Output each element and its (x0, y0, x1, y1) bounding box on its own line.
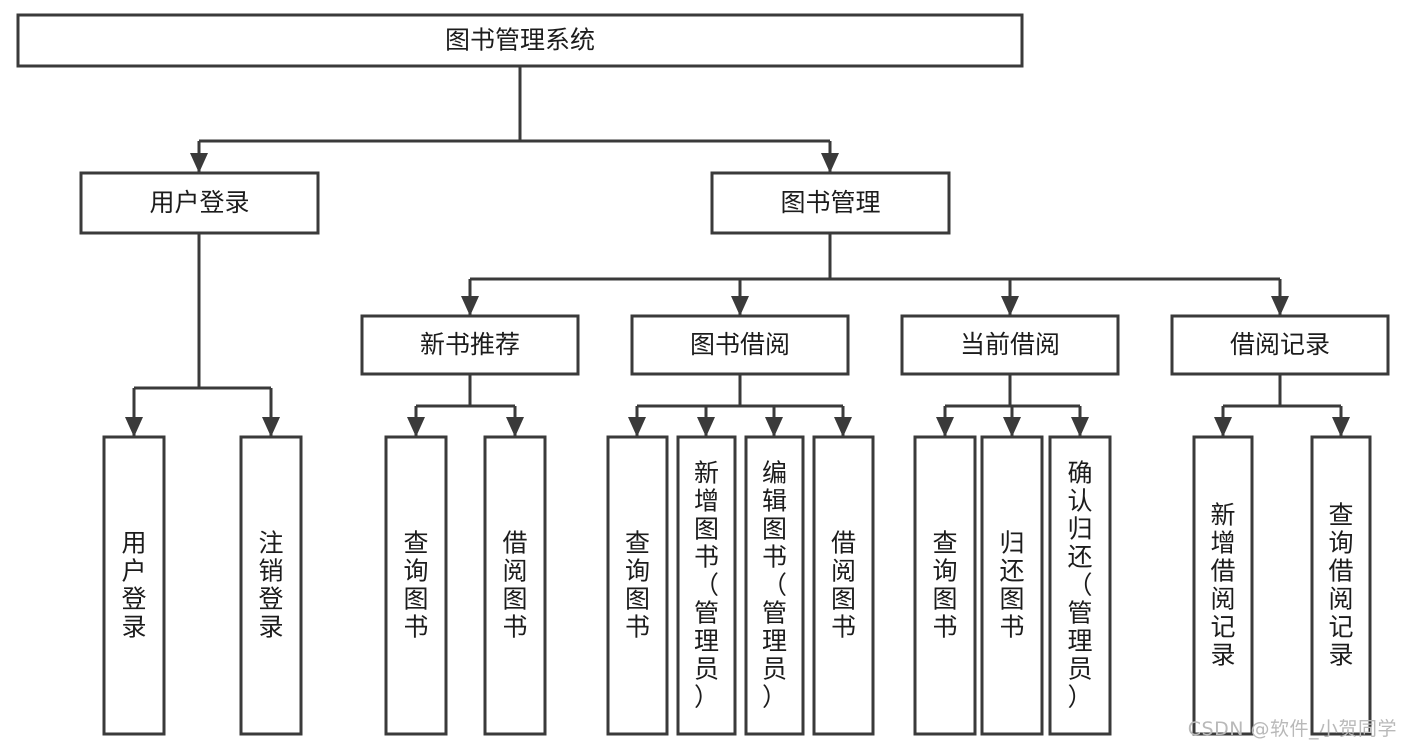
leaf-node-1[interactable]: 注销登录 (239, 435, 303, 736)
level3-node-0-label: 新书推荐 (420, 330, 520, 359)
arrow-head-icon (821, 153, 839, 173)
leaf-node-4-label: 查询图书 (625, 528, 650, 641)
leaf-node-5[interactable]: 新增图书（管理员） (676, 435, 737, 736)
leaf-node-12-label: 查询借阅记录 (1328, 500, 1353, 669)
leaf-node-11-label: 新增借阅记录 (1210, 500, 1235, 669)
leaf-node-11[interactable]: 新增借阅记录 (1192, 435, 1254, 736)
level3-node-2-label: 当前借阅 (960, 330, 1060, 359)
leaf-node-4[interactable]: 查询图书 (606, 435, 669, 736)
leaf-node-1-box[interactable] (239, 435, 303, 736)
level2-node-0[interactable]: 用户登录 (79, 171, 320, 235)
leaf-node-3-box[interactable] (483, 435, 547, 736)
leaf-node-8[interactable]: 查询图书 (913, 435, 977, 736)
level2-node-1[interactable]: 图书管理 (710, 171, 951, 235)
node-layer: 图书管理系统用户登录图书管理新书推荐图书借阅当前借阅借阅记录用户登录注销登录查询… (16, 13, 1390, 736)
leaf-node-5-box[interactable] (676, 435, 737, 736)
leaf-node-6[interactable]: 编辑图书（管理员） (744, 435, 805, 736)
root-node-book-management-system-label: 图书管理系统 (445, 26, 595, 55)
leaf-node-9-label: 归还图书 (999, 528, 1024, 641)
level3-node-2[interactable]: 当前借阅 (900, 314, 1120, 376)
csdn-watermark: CSDN @软件_小贺同学 (1187, 718, 1397, 740)
arrow-head-icon (1003, 417, 1021, 437)
level3-node-0[interactable]: 新书推荐 (360, 314, 580, 376)
arrow-head-icon (731, 296, 749, 316)
arrow-head-icon (125, 417, 143, 437)
leaf-node-1-label: 注销登录 (258, 528, 283, 641)
leaf-node-12[interactable]: 查询借阅记录 (1310, 435, 1372, 736)
arrow-head-icon (190, 153, 208, 173)
arrow-head-icon (834, 417, 852, 437)
leaf-node-8-box[interactable] (913, 435, 977, 736)
leaf-node-2-box[interactable] (384, 435, 448, 736)
leaf-node-10-box[interactable] (1048, 435, 1112, 736)
leaf-node-3[interactable]: 借阅图书 (483, 435, 547, 736)
arrow-head-icon (262, 417, 280, 437)
arrow-head-icon (765, 417, 783, 437)
leaf-node-0[interactable]: 用户登录 (102, 435, 166, 736)
leaf-node-12-box[interactable] (1310, 435, 1372, 736)
root-node-book-management-system-box[interactable] (16, 13, 1024, 68)
level3-node-3[interactable]: 借阅记录 (1170, 314, 1390, 376)
level2-node-0-box[interactable] (79, 171, 320, 235)
level3-node-1[interactable]: 图书借阅 (630, 314, 850, 376)
leaf-node-11-box[interactable] (1192, 435, 1254, 736)
connector-layer (125, 66, 1350, 437)
leaf-node-10-label: 确认归还（管理员） (1067, 458, 1092, 711)
leaf-node-10[interactable]: 确认归还（管理员） (1048, 435, 1112, 736)
root-node-book-management-system[interactable]: 图书管理系统 (16, 13, 1024, 68)
leaf-node-0-label: 用户登录 (121, 528, 146, 641)
leaf-node-0-box[interactable] (102, 435, 166, 736)
leaf-node-5-label: 新增图书（管理员） (694, 458, 719, 711)
level3-node-3-box[interactable] (1170, 314, 1390, 376)
leaf-node-7[interactable]: 借阅图书 (812, 435, 875, 736)
level3-node-3-label: 借阅记录 (1230, 330, 1330, 359)
arrow-head-icon (628, 417, 646, 437)
arrow-head-icon (1271, 296, 1289, 316)
level3-node-0-box[interactable] (360, 314, 580, 376)
arrow-head-icon (1332, 417, 1350, 437)
level3-node-2-box[interactable] (900, 314, 1120, 376)
level2-node-0-label: 用户登录 (149, 188, 249, 217)
arrow-head-icon (936, 417, 954, 437)
arrow-head-icon (461, 296, 479, 316)
leaf-node-7-label: 借阅图书 (831, 528, 856, 641)
leaf-node-6-label: 编辑图书（管理员） (762, 458, 787, 711)
arrow-head-icon (407, 417, 425, 437)
leaf-node-8-label: 查询图书 (932, 528, 957, 641)
leaf-node-2[interactable]: 查询图书 (384, 435, 448, 736)
arrow-head-icon (1001, 296, 1019, 316)
leaf-node-9[interactable]: 归还图书 (980, 435, 1044, 736)
level2-node-1-label: 图书管理 (780, 188, 880, 217)
arrow-head-icon (506, 417, 524, 437)
arrow-head-icon (1214, 417, 1232, 437)
leaf-node-9-box[interactable] (980, 435, 1044, 736)
arrow-head-icon (1071, 417, 1089, 437)
leaf-node-7-box[interactable] (812, 435, 875, 736)
level2-node-1-box[interactable] (710, 171, 951, 235)
level3-node-1-label: 图书借阅 (690, 330, 790, 359)
leaf-node-3-label: 借阅图书 (502, 528, 527, 641)
level3-node-1-box[interactable] (630, 314, 850, 376)
leaf-node-6-box[interactable] (744, 435, 805, 736)
arrow-head-icon (697, 417, 715, 437)
leaf-node-4-box[interactable] (606, 435, 669, 736)
leaf-node-2-label: 查询图书 (403, 528, 428, 641)
